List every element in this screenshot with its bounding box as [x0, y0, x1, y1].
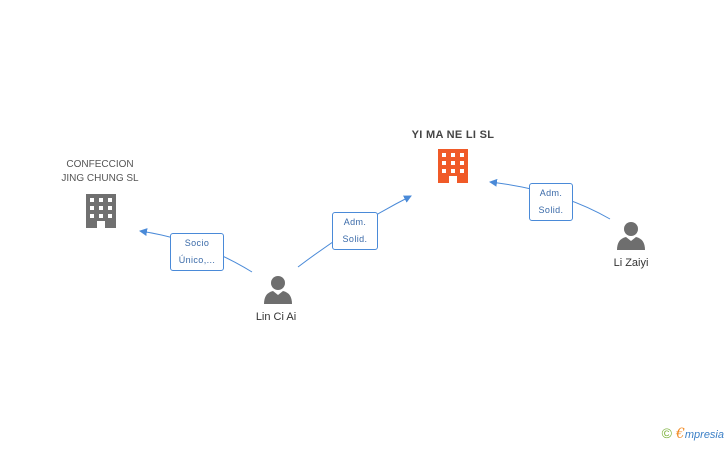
copyright-icon: © — [661, 425, 672, 441]
brand-name: mpresia — [684, 429, 724, 441]
person-label-lin[interactable]: Lin Ci Ai — [255, 311, 297, 323]
person-icon — [617, 222, 645, 250]
building-icon — [438, 149, 468, 183]
person-label-li[interactable]: Li Zaiyi — [613, 257, 649, 269]
brand-logo-initial: € — [675, 426, 685, 442]
person-icon — [264, 276, 292, 304]
edge-label-adm-li[interactable]: Adm. Solid. — [529, 183, 573, 221]
company-label-yima[interactable]: YI MA NE LI SL — [411, 129, 495, 141]
edge-label-socio[interactable]: Socio Único,... — [170, 233, 224, 271]
company-label-confeccion[interactable]: CONFECCION JING CHUNG SL — [61, 159, 139, 184]
edge-label-adm-lin[interactable]: Adm. Solid. — [332, 212, 378, 250]
brand-footer[interactable]: ©€mpresia — [662, 425, 724, 442]
building-icon — [86, 194, 116, 228]
